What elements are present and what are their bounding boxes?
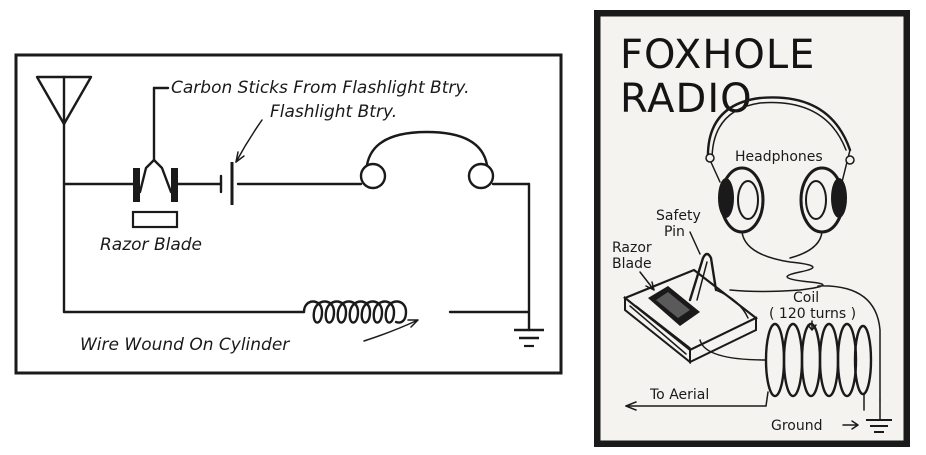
battery-label: Flashlight Btry. — [270, 102, 397, 122]
illustration-wires — [625, 289, 881, 421]
schematic-diagram: Carbon Sticks From Flashlight Btry. Razo… — [14, 53, 563, 375]
aerial-label: To Aerial — [649, 387, 709, 403]
headphones-symbol — [359, 130, 495, 190]
coil-turns-label: ( 120 turns ) — [769, 306, 856, 322]
coil-icon — [764, 322, 873, 398]
title-line-1: FOXHOLE — [620, 32, 815, 78]
headphones-icon — [705, 96, 855, 234]
carbon-sticks-detector: Carbon Sticks From Flashlight Btry. — [133, 78, 470, 202]
coil-label: Coil — [793, 290, 819, 306]
ground-icon — [514, 328, 544, 348]
razor-blade-label: Razor Blade — [100, 235, 202, 255]
wire-coil-symbol — [302, 300, 408, 324]
safety-pin-label-2: Pin — [664, 224, 685, 240]
razor-blade-label-1: Razor — [612, 240, 652, 256]
ground-symbol-icon — [866, 419, 892, 433]
razor-blade-label-2: Blade — [612, 256, 652, 272]
safety-pin-icon — [688, 231, 718, 302]
ground-arrow-icon — [842, 420, 859, 430]
headphones-label: Headphones — [735, 149, 823, 165]
carbon-sticks-label: Carbon Sticks From Flashlight Btry. — [171, 78, 470, 98]
antenna-icon — [35, 75, 93, 126]
aerial-arrow-icon — [625, 401, 637, 411]
coil-label: Wire Wound On Cylinder — [80, 335, 290, 355]
battery-symbol — [219, 119, 263, 205]
schematic-frame — [14, 53, 563, 375]
ground-label: Ground — [771, 418, 823, 434]
razor-blade-symbol — [131, 210, 179, 229]
foxhole-radio-illustration: FOXHOLE RADIO Headphones — [594, 10, 910, 447]
title-line-2: RADIO — [620, 76, 753, 122]
safety-pin-label-1: Safety — [656, 208, 701, 224]
circuit-wires — [62, 122, 531, 332]
headphone-cord — [729, 231, 881, 401]
